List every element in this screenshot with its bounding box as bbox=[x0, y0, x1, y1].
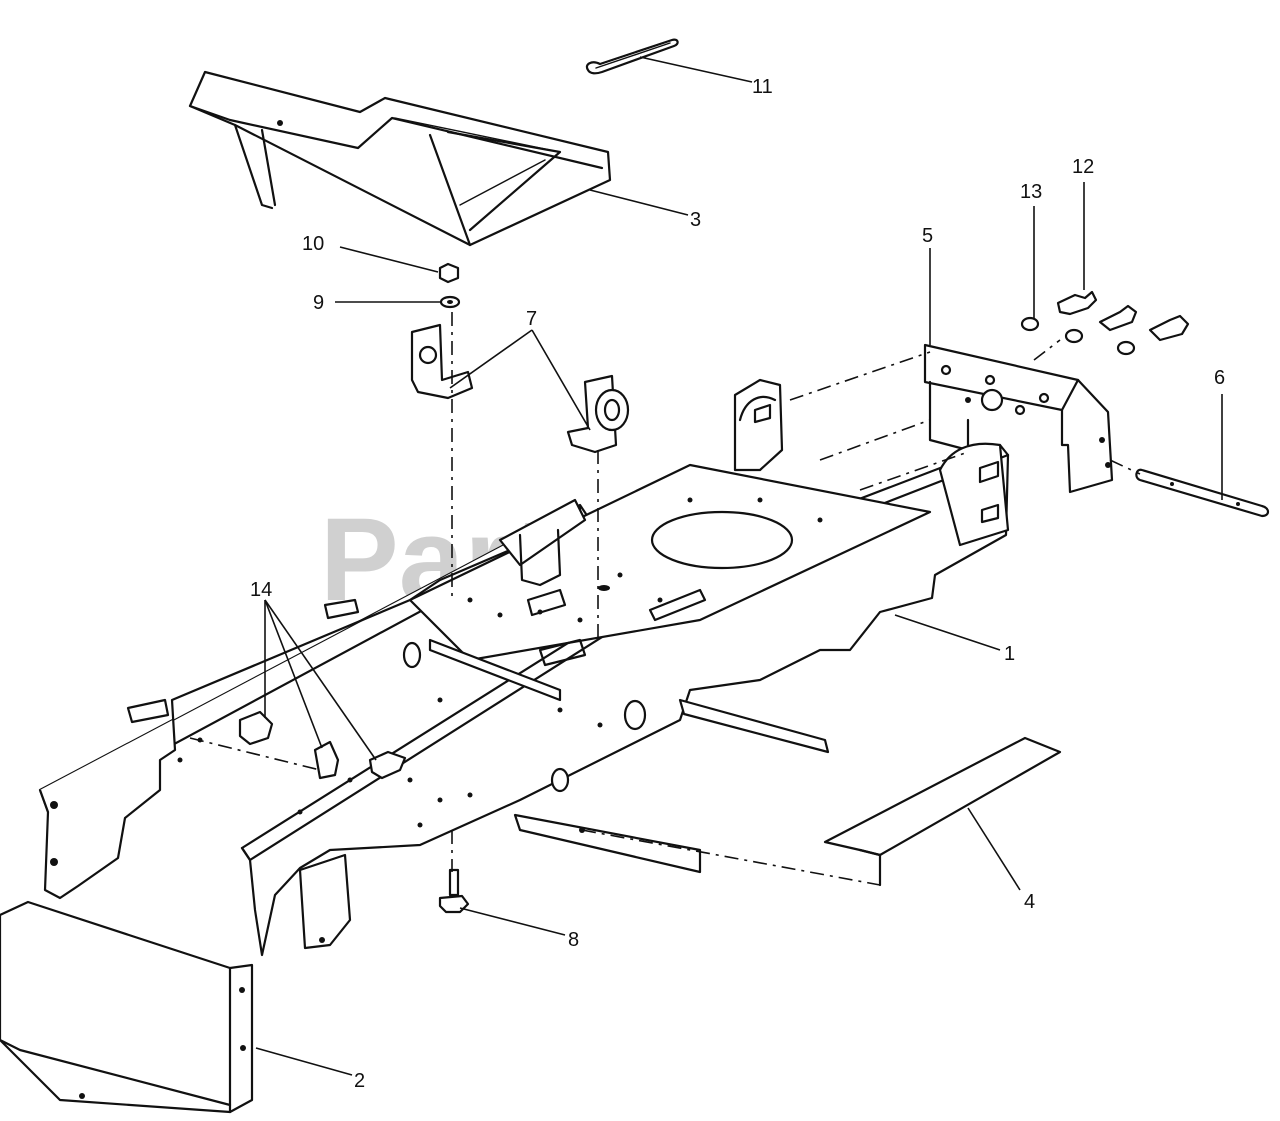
callout-2: 2 bbox=[354, 1070, 365, 1092]
callouts: 11 3 10 9 7 5 13 12 6 1 4 8 2 14 bbox=[250, 76, 1225, 1092]
callout-6: 6 bbox=[1214, 367, 1225, 389]
callout-8: 8 bbox=[568, 929, 579, 951]
callout-1: 1 bbox=[1004, 643, 1015, 665]
alignment-lines bbox=[189, 312, 1141, 886]
callout-10: 10 bbox=[302, 233, 324, 255]
callout-11: 11 bbox=[752, 76, 773, 98]
frame-part bbox=[38, 378, 1010, 957]
pin-part bbox=[1135, 468, 1270, 518]
dash-panel-part bbox=[188, 70, 612, 247]
callout-4: 4 bbox=[1024, 891, 1035, 913]
callout-13: 13 bbox=[1020, 181, 1042, 203]
nut-washer-part bbox=[438, 262, 461, 309]
callout-9: 9 bbox=[313, 292, 324, 314]
callout-14: 14 bbox=[250, 579, 272, 601]
callout-12: 12 bbox=[1072, 156, 1094, 178]
callout-7: 7 bbox=[526, 308, 537, 330]
cross-plate-part bbox=[823, 736, 1062, 887]
leader-lines bbox=[255, 56, 1223, 1076]
mounting-brackets-part bbox=[410, 323, 630, 454]
hitch-plate-part bbox=[923, 343, 1114, 494]
cotter-pin-part bbox=[585, 38, 679, 75]
bolts-washers-part bbox=[1020, 290, 1190, 356]
front-shield-part bbox=[0, 900, 254, 1114]
bolt-part bbox=[438, 868, 470, 914]
callout-3: 3 bbox=[690, 209, 701, 231]
callout-5: 5 bbox=[922, 225, 933, 247]
